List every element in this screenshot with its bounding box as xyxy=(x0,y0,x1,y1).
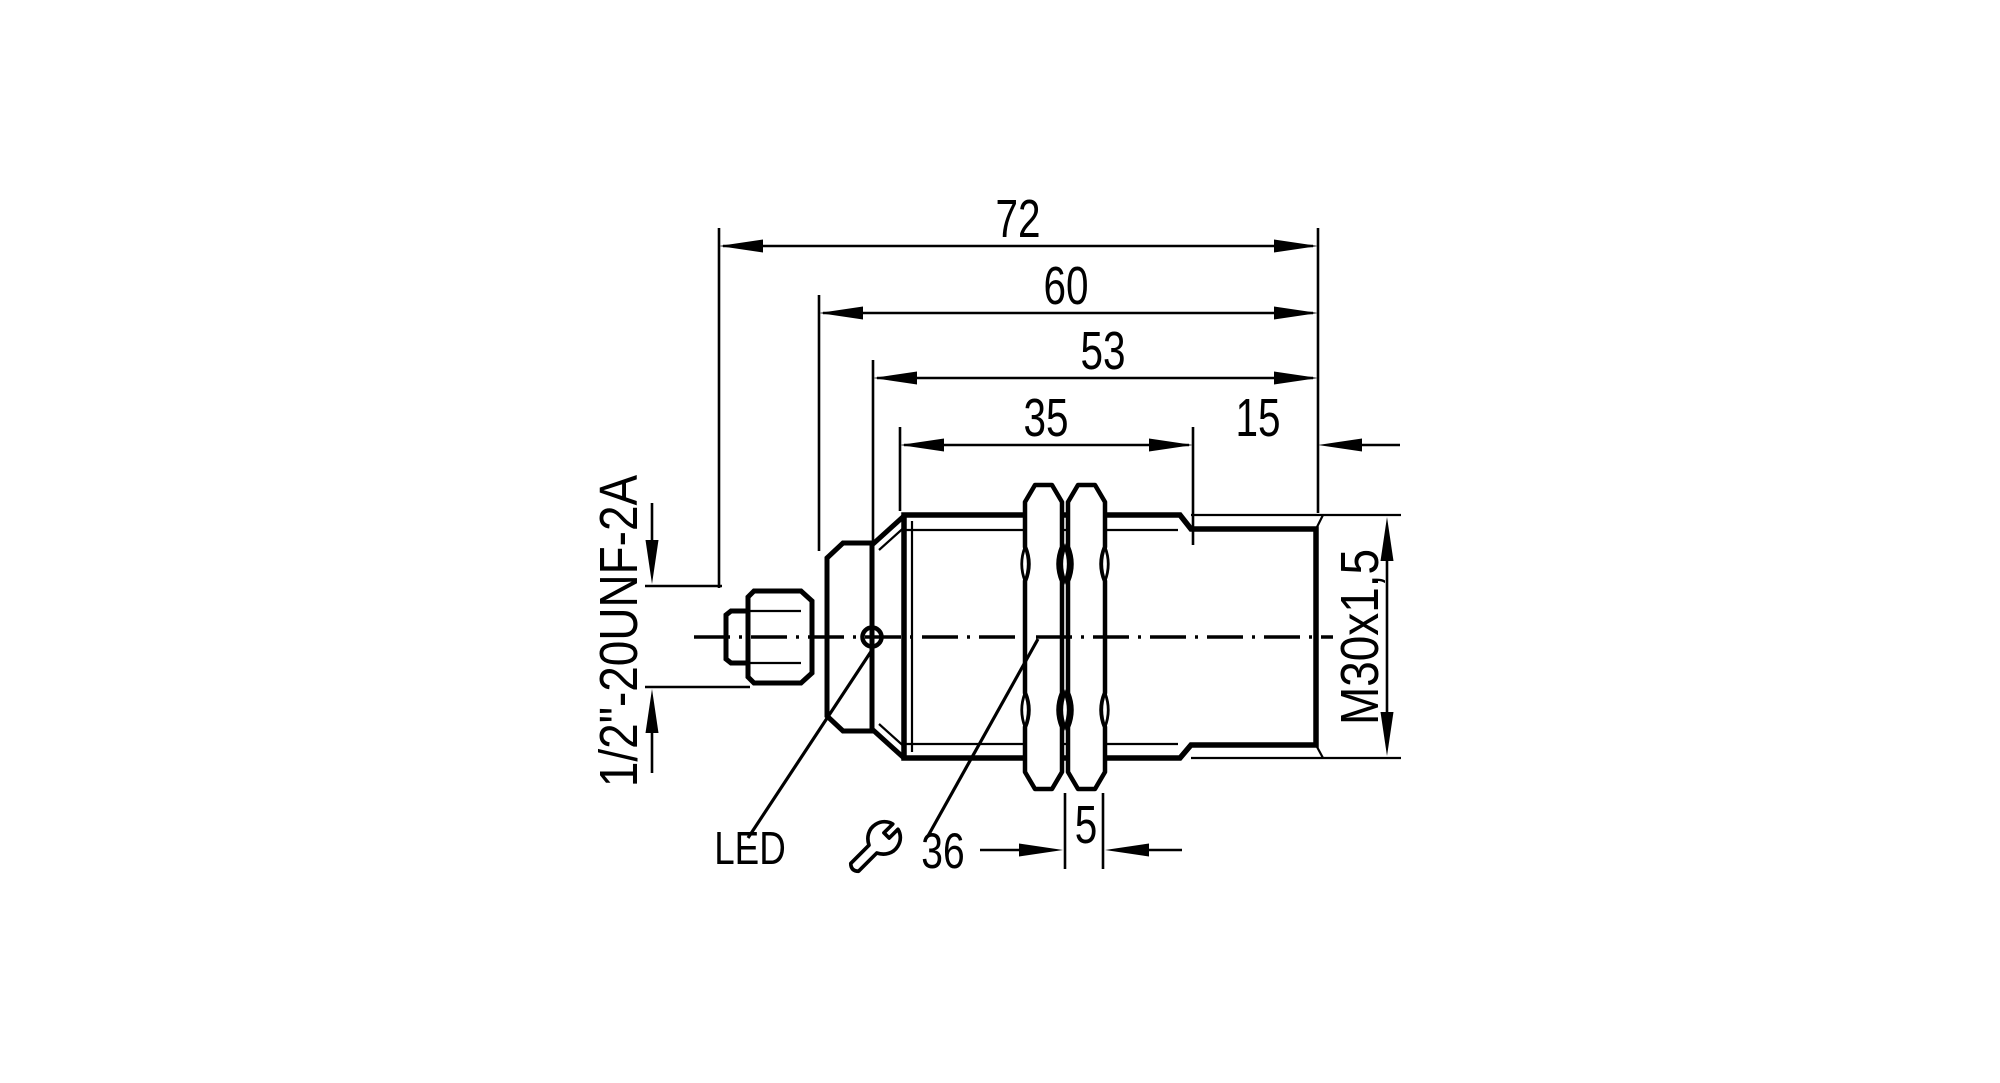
arrowhead xyxy=(719,239,763,253)
thread-spec-label: M30x1,5 xyxy=(1330,549,1390,725)
nut-facet-lens xyxy=(1060,543,1070,585)
arrowhead xyxy=(645,689,659,733)
arrowhead xyxy=(1380,517,1394,561)
hex-nuts xyxy=(1020,482,1110,792)
dim-label-60: 60 xyxy=(1043,256,1088,316)
wrench-icon xyxy=(848,819,903,874)
arrowhead xyxy=(819,306,863,320)
extension-lines xyxy=(717,228,1320,869)
nut-facet-lens xyxy=(1060,689,1070,731)
dim-label-5: 5 xyxy=(1075,795,1098,855)
arrowhead xyxy=(1149,438,1193,452)
dim-label-53: 53 xyxy=(1080,321,1125,381)
dim-label-72: 72 xyxy=(995,189,1040,249)
wrench-leader-line xyxy=(926,638,1040,837)
nut-facet-lens xyxy=(1020,543,1030,585)
dim-label-35: 35 xyxy=(1023,388,1068,448)
led-label: LED xyxy=(714,822,786,874)
led-leader-line xyxy=(746,649,874,839)
nut-facet-lens xyxy=(1100,543,1110,585)
arrowhead xyxy=(1274,239,1318,253)
dimension-labels: 72 60 53 35 15 5 36 LED M30x1,5 1/2"-20U… xyxy=(589,189,1390,879)
nut-facet-lens xyxy=(1100,689,1110,731)
arrowhead xyxy=(1274,306,1318,320)
arrowhead xyxy=(900,438,944,452)
thread-end-chamfer-top xyxy=(1315,514,1324,530)
transition-edge-top xyxy=(871,514,906,546)
arrowhead xyxy=(1274,371,1318,385)
arrowhead xyxy=(873,371,917,385)
dimension-lines xyxy=(645,239,1400,857)
arrowhead xyxy=(1105,843,1149,857)
nut-facet-lens xyxy=(1020,689,1030,731)
thread-end-chamfer-bottom xyxy=(1315,744,1324,759)
led-indicator-circle xyxy=(860,625,884,649)
connector-thread-label: 1/2"-20UNF-2A xyxy=(589,474,649,787)
dim-label-15: 15 xyxy=(1235,388,1280,448)
wrench-size-label: 36 xyxy=(921,822,964,879)
arrowhead xyxy=(1019,843,1063,857)
arrowhead xyxy=(645,540,659,584)
arrowhead xyxy=(1380,712,1394,756)
arrowhead xyxy=(1318,438,1362,452)
transition-edge-bottom xyxy=(871,728,906,760)
